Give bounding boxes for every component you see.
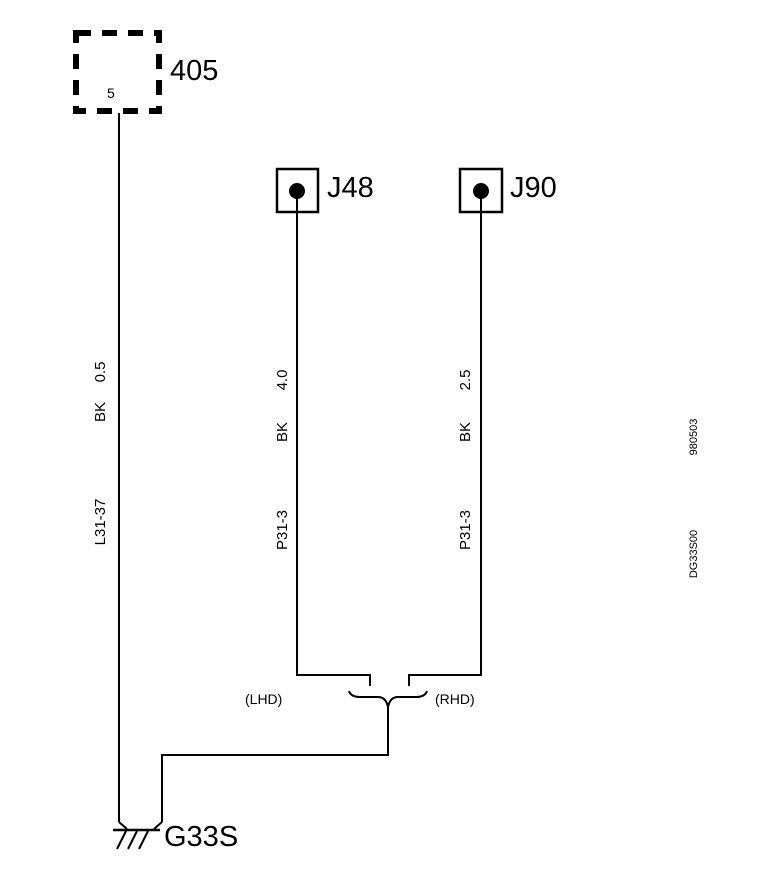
ground-icon <box>113 821 163 850</box>
wire-left-circuit: L31-37 <box>92 499 109 546</box>
option-rhd-label: (RHD) <box>435 691 475 707</box>
drawing-number-code: DG33S00 <box>688 530 700 578</box>
connector-j48-terminal <box>289 183 305 199</box>
connector-j90-label: J90 <box>510 172 557 204</box>
drawing-date-code: 980503 <box>688 419 700 456</box>
connector-j48-label: J48 <box>327 172 374 204</box>
option-brace <box>348 690 428 708</box>
wire-j48-circuit: P31-3 <box>274 510 291 550</box>
component-405-label: 405 <box>170 55 218 87</box>
component-405-pin: 5 <box>107 85 115 101</box>
wire-j90-size: 2.5 <box>457 370 474 391</box>
wire-j90-circuit: P31-3 <box>457 510 474 550</box>
wire-left-size: 0.5 <box>92 362 109 383</box>
wire-j48-size: 4.0 <box>274 370 291 391</box>
wire-j90-color: BK <box>457 422 474 442</box>
wire-j48 <box>296 199 371 686</box>
component-405-box <box>73 30 162 114</box>
ground-label: G33S <box>164 821 238 853</box>
wire-j48-color: BK <box>274 422 291 442</box>
wire-brace-to-ground <box>161 707 389 822</box>
wire-left-color: BK <box>92 402 109 422</box>
connector-j90-terminal <box>473 183 489 199</box>
wire-j90 <box>408 199 482 686</box>
option-lhd-label: (LHD) <box>245 691 282 707</box>
